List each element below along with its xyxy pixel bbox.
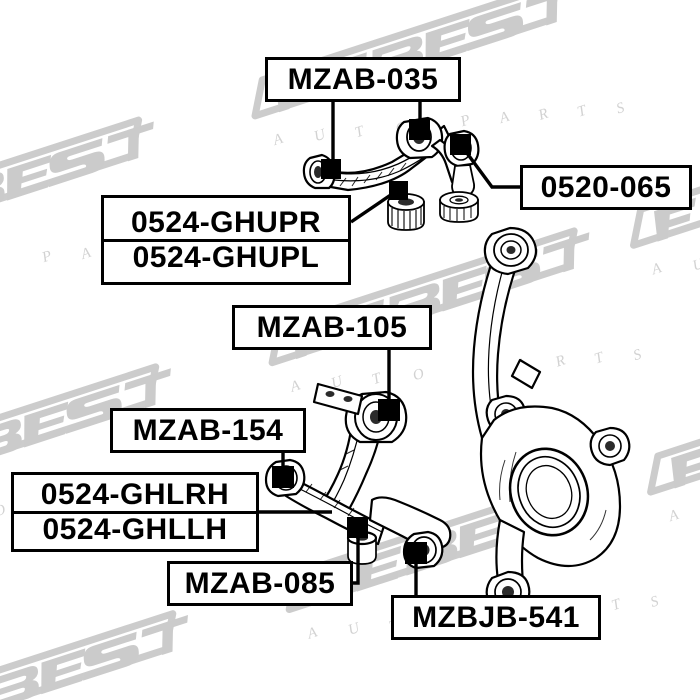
label-0524-ghlrh-text: 0524-GHLRH [40, 477, 230, 511]
label-0524-ghupl-text: 0524-GHUPL [132, 240, 320, 274]
label-0520-065-text: 0520-065 [540, 170, 672, 204]
label-mzab-154-text: MZAB-154 [132, 413, 284, 447]
label-mzbjb-541[interactable]: MZBJB-541 [391, 595, 601, 640]
label-0524-ghupr-ghupl[interactable]: 0524-GHUPR 0524-GHUPL [101, 195, 351, 285]
label-0524-ghup-divider [104, 238, 348, 242]
label-mzab-035[interactable]: MZAB-035 [265, 57, 461, 102]
label-mzbjb-541-text: MZBJB-541 [412, 600, 580, 634]
label-0520-065[interactable]: 0520-065 [520, 165, 692, 210]
label-0524-ghlrh-ghllh[interactable]: 0524-GHLRH 0524-GHLLH [11, 472, 259, 552]
label-0524-ghllh-text: 0524-GHLLH [42, 512, 228, 546]
label-mzab-105[interactable]: MZAB-105 [232, 305, 432, 350]
label-mzab-085-text: MZAB-085 [184, 566, 336, 600]
label-mzab-085[interactable]: MZAB-085 [167, 561, 353, 606]
label-mzab-105-text: MZAB-105 [256, 310, 408, 344]
label-0524-ghupr-text: 0524-GHUPR [130, 205, 322, 239]
label-mzab-154[interactable]: MZAB-154 [110, 408, 306, 453]
label-mzab-035-text: MZAB-035 [287, 62, 439, 96]
